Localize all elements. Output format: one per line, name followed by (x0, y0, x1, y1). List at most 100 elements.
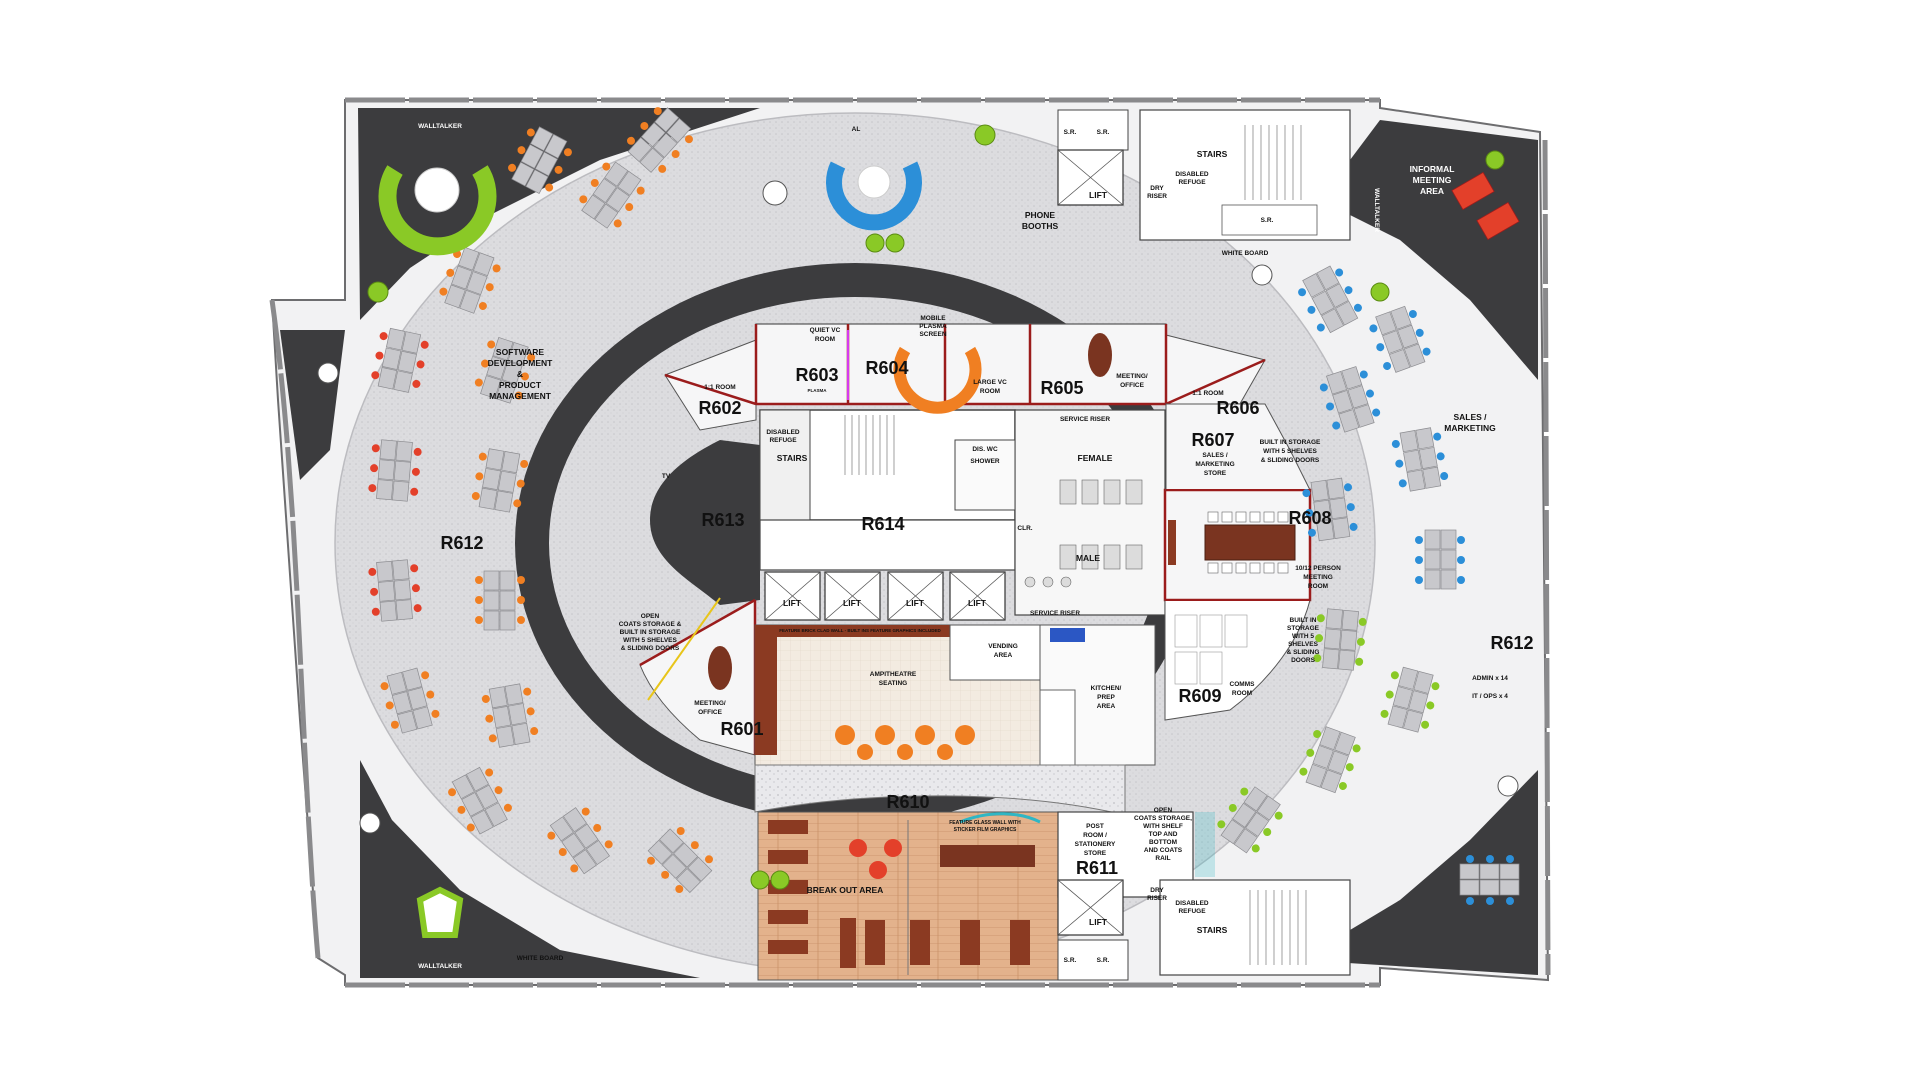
sales-marketing-label-2: MARKETING (1444, 423, 1496, 433)
desk (1232, 802, 1257, 828)
chair (1263, 828, 1272, 837)
desk-cluster (1380, 666, 1440, 733)
desk-cluster (368, 559, 422, 622)
built-in-storage-right-label-2: STORAGE (1287, 625, 1320, 632)
chair (379, 332, 388, 341)
chair (530, 727, 539, 736)
chair (1332, 421, 1341, 430)
desk (1310, 479, 1329, 502)
chair (1306, 748, 1315, 757)
desk (1406, 469, 1426, 492)
feature-brick-label: FEATURE BRICK CLAD WALL - BUILT INS FEAT… (779, 628, 941, 633)
desk (1403, 709, 1424, 733)
desk (1382, 330, 1404, 355)
walltalker-top-label: WALLTALKER (418, 123, 462, 130)
post-room-label-1: POST (1086, 823, 1104, 830)
desk (1245, 811, 1270, 838)
desk (581, 194, 606, 220)
chair (471, 492, 480, 501)
desk (1424, 529, 1441, 550)
software-dev-label-3: & (517, 369, 523, 379)
software-dev-label-4: PRODUCT (499, 380, 542, 390)
desk (395, 599, 413, 621)
desk-cluster (474, 337, 536, 404)
desk (492, 705, 512, 729)
sales-store-label-3: STORE (1204, 470, 1227, 477)
chair (1307, 305, 1316, 314)
chair (413, 447, 422, 456)
desk (594, 203, 619, 229)
room-r605: R605 (1040, 378, 1083, 398)
desk (1320, 308, 1345, 334)
clr-label: CLR. (1017, 525, 1032, 532)
chair (684, 135, 693, 144)
chair (1316, 323, 1325, 332)
desk-cluster (1299, 726, 1361, 794)
open-coats-right-label-1: OPEN (1154, 807, 1173, 814)
chair (385, 701, 394, 710)
chair (1415, 328, 1424, 337)
desk (475, 784, 499, 810)
room-r602: R602 (698, 398, 741, 418)
chair (1359, 370, 1368, 379)
one-to-one-right-label: 1:1 ROOM (1192, 390, 1223, 397)
desk (675, 867, 702, 894)
chair (1307, 528, 1316, 537)
chair (413, 604, 422, 613)
chair (520, 372, 529, 381)
room-r603: R603 (795, 365, 838, 385)
desk (1459, 879, 1480, 896)
desk (381, 347, 402, 370)
desk (499, 610, 516, 631)
desk (401, 331, 422, 354)
desk (592, 177, 617, 204)
chair (1415, 556, 1423, 564)
desk (1479, 863, 1500, 880)
meeting-office-top-label-1: MEETING/ (1116, 373, 1148, 380)
walltalker-right-label: WALLTALKER (1373, 188, 1380, 232)
chair (517, 146, 526, 155)
lift-bottom-label: LIFT (1089, 917, 1108, 927)
desk (377, 367, 398, 390)
desk (604, 161, 629, 187)
desk (397, 350, 417, 374)
post-room-label-3: STATIONERY (1075, 841, 1116, 848)
desk (396, 710, 418, 734)
dis-wc-label-1: DIS. WC (972, 446, 998, 453)
desk (1415, 427, 1435, 450)
chair (1365, 389, 1374, 398)
desk-cluster (579, 161, 645, 229)
chair (558, 848, 567, 857)
desk (1322, 648, 1340, 670)
desk-cluster (547, 807, 613, 875)
disabled-refuge-bottom-label-1: DISABLED (1175, 900, 1209, 907)
chair (371, 371, 380, 380)
desk (1397, 666, 1419, 690)
post-room-label-4: STORE (1084, 850, 1107, 857)
sr-label-2: S.R. (1097, 129, 1110, 136)
desk (1390, 305, 1412, 330)
chair (1486, 855, 1494, 863)
desk-cluster (1459, 855, 1520, 905)
chair (420, 340, 429, 349)
disabled-refuge-top-label-1: DISABLED (1175, 171, 1209, 178)
chair (547, 831, 556, 840)
meeting-office-left-label-2: OFFICE (698, 709, 722, 716)
vending-label-1: VENDING (988, 643, 1018, 650)
desk (1440, 529, 1457, 550)
desk (525, 169, 549, 195)
chair (485, 283, 494, 292)
chair (475, 616, 483, 624)
chair (492, 264, 501, 273)
it-ops-label: IT / OPS x 4 (1472, 693, 1508, 700)
sr-label-5: S.R. (1097, 957, 1110, 964)
desk (466, 271, 488, 295)
desk (393, 460, 412, 482)
post-room-label-2: ROOM / (1083, 832, 1107, 839)
chair (371, 607, 380, 616)
desk (386, 671, 407, 695)
sr-label-1: S.R. (1064, 129, 1077, 136)
chair (1298, 288, 1307, 297)
desk (562, 807, 588, 833)
stairs-bottom-label: STAIRS (1197, 925, 1228, 935)
